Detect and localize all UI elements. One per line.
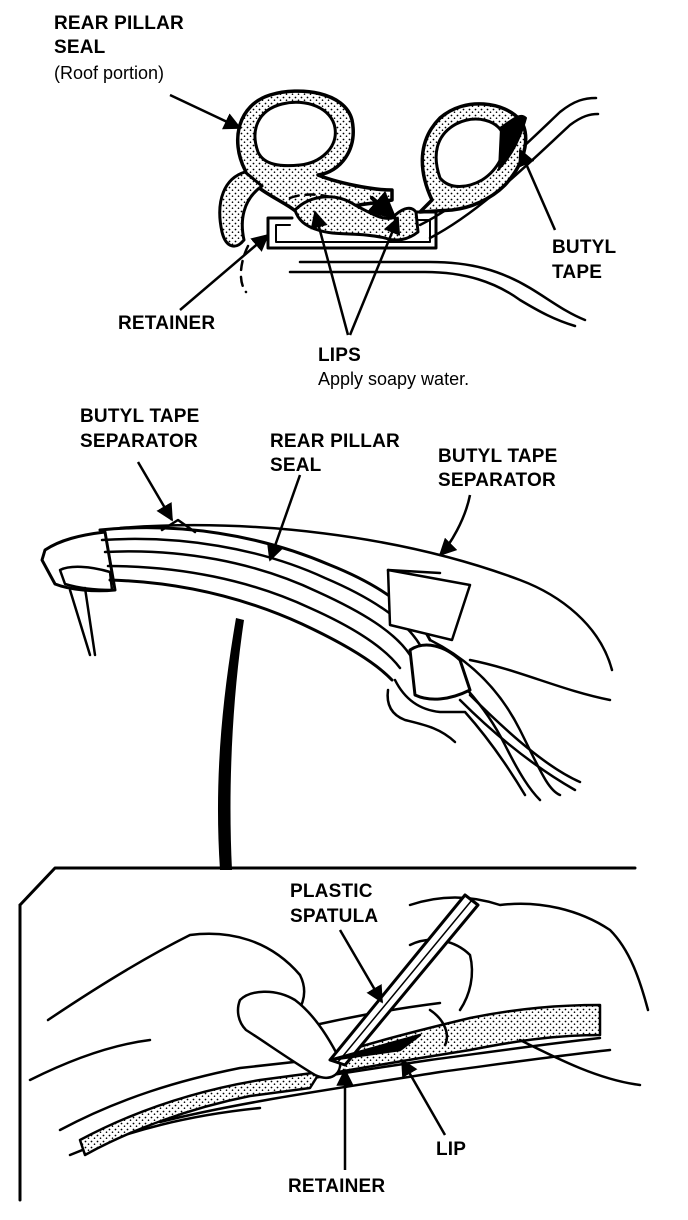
zoom-connector bbox=[217, 618, 244, 870]
top-leader-lines bbox=[169, 93, 557, 336]
seal-cross-section bbox=[218, 89, 600, 328]
label-seal-middle-2: SEAL bbox=[270, 455, 322, 476]
bottom-leader-lines bbox=[336, 929, 447, 1170]
label-butyl-tape-2: TAPE bbox=[552, 262, 603, 283]
middle-leader-lines bbox=[136, 461, 472, 562]
label-rear-pillar-seal-top-1: REAR PILLAR bbox=[54, 13, 184, 34]
label-separator-right-1: BUTYL TAPE bbox=[438, 446, 558, 467]
label-lip-bottom: LIP bbox=[436, 1139, 467, 1160]
label-retainer-top: RETAINER bbox=[118, 313, 216, 334]
label-separator-right-2: SEPARATOR bbox=[438, 470, 556, 491]
label-rear-pillar-seal-top-2: SEAL bbox=[54, 37, 106, 58]
label-separator-left-2: SEPARATOR bbox=[80, 431, 198, 452]
label-lips-note: Apply soapy water. bbox=[318, 369, 470, 389]
label-plastic-spatula-2: SPATULA bbox=[290, 906, 379, 927]
label-plastic-spatula-1: PLASTIC bbox=[290, 881, 373, 902]
label-roof-portion: (Roof portion) bbox=[54, 63, 165, 83]
detail-inset bbox=[18, 866, 650, 1202]
label-lips: LIPS bbox=[318, 345, 362, 366]
roof-view bbox=[40, 518, 614, 802]
label-seal-middle-1: REAR PILLAR bbox=[270, 431, 400, 452]
label-retainer-bottom: RETAINER bbox=[288, 1176, 386, 1197]
label-separator-left-1: BUTYL TAPE bbox=[80, 406, 200, 427]
label-butyl-tape-1: BUTYL bbox=[552, 237, 617, 258]
